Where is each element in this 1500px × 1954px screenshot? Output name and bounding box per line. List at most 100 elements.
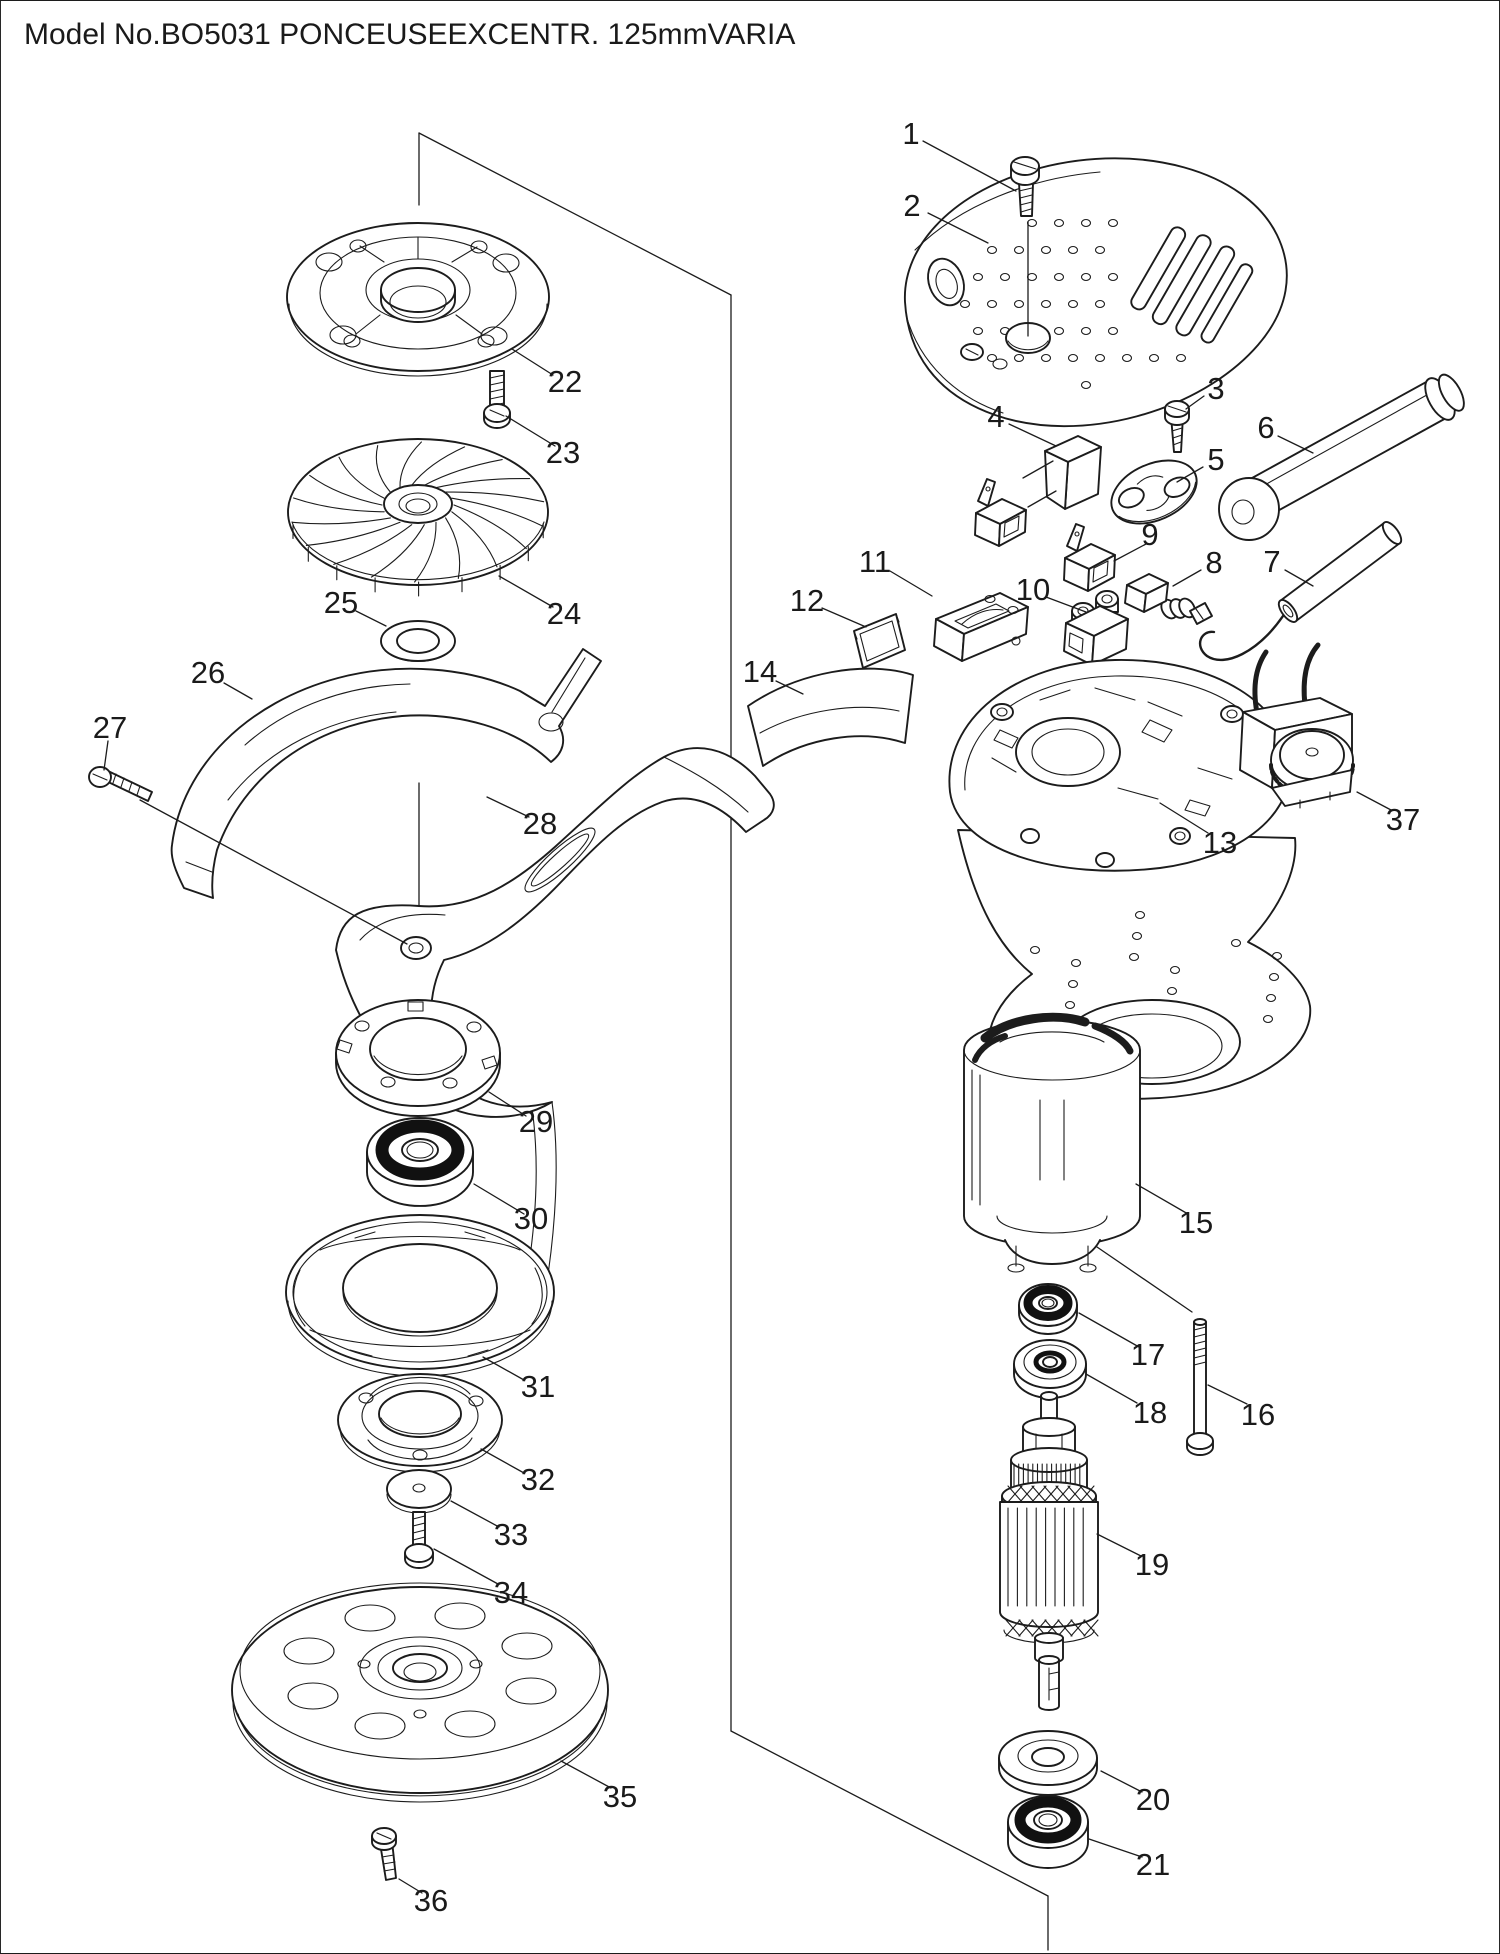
leader-line-9 [1113,543,1147,562]
part-9-brush-holder-a-art [974,478,1027,547]
leader-line-4 [1008,423,1057,447]
leader-line-7 [1284,569,1314,587]
assembly-line-3 [1096,1246,1193,1313]
armature-laminations [1007,1507,1084,1607]
part-label-26: 26 [191,655,225,690]
part-label-12: 12 [790,583,824,618]
leader-line-27 [103,740,109,771]
part-label-7: 7 [1263,544,1280,579]
leader-line-30 [473,1183,525,1215]
leader-line-29 [488,1091,527,1117]
part-1-screw-art [1010,156,1040,217]
part-label-30: 30 [514,1201,548,1236]
part-28-dust-shroud-lower-art [335,747,775,1307]
part-27-screw-art [88,766,153,802]
part-label-27: 27 [93,710,127,745]
part-25-fan-washer-art [380,620,456,662]
part-20-flat-washer-art [998,1730,1098,1796]
part-18-bearing-retainer-art [1013,1339,1087,1399]
leader-line-17 [1078,1312,1140,1348]
part-35-sanding-pad-art [231,1582,609,1803]
part-2-top-cover-art [904,157,1288,427]
leader-line-25 [355,610,387,627]
frame-line-4 [730,1730,1049,1897]
leader-line-8 [1172,569,1202,587]
leader-line-23 [505,415,556,447]
part-17-bearing-art [1018,1283,1078,1335]
part-label-11: 11 [859,544,891,579]
part-label-9: 9 [1141,517,1158,552]
leader-line-2 [927,212,989,244]
leader-line-18 [1085,1373,1138,1404]
fan-blades [291,441,545,597]
part-label-21: 21 [1136,1847,1170,1882]
part-label-10: 10 [1016,572,1050,607]
leader-line-28 [486,796,530,818]
part-label-32: 32 [521,1462,555,1497]
part-label-17: 17 [1131,1337,1165,1372]
part-4-capacitor-art [1044,435,1102,510]
leader-line-35 [560,1760,612,1789]
part-label-4: 4 [987,399,1004,434]
leader-line-26 [223,682,253,700]
part-34-pad-screw-art [404,1511,434,1569]
part-15-field-stator-art [963,1012,1141,1273]
leader-line-20 [1100,1770,1143,1793]
part-8-carbon-brush-art [1124,573,1213,625]
section-frame-lines [418,132,1049,1951]
part-label-3: 3 [1207,371,1224,406]
part-10-terminal-block-art [1063,590,1129,666]
part-29-ring-plate-art [335,999,501,1117]
part-label-28: 28 [523,806,557,841]
leader-line-15 [1135,1183,1189,1215]
frame-line-2 [418,132,732,296]
part-9-brush-holder-b-art [1063,523,1116,592]
part-31-brake-ring-art [285,1214,555,1377]
assembly-alignment-lines [139,221,1193,1313]
part-14-deflector-sheet-art [747,667,914,767]
leader-line-36 [398,1878,423,1894]
part-30-pad-bearing-art [366,1117,474,1207]
part-label-34: 34 [494,1575,528,1610]
assembly-line-4 [139,799,408,945]
part-label-16: 16 [1241,1397,1275,1432]
part-16-stator-screw-art [1186,1318,1214,1456]
part-32-clamp-ring-art [337,1373,503,1473]
leader-line-3 [1185,395,1205,410]
part-label-1: 1 [902,116,919,151]
part-26-dust-shroud-upper-art [170,648,602,899]
armature-top-winding [1007,1485,1095,1503]
leader-line-37 [1356,791,1392,811]
part-11-switch-art [933,592,1029,662]
part-label-5: 5 [1207,442,1224,477]
part-label-29: 29 [519,1104,553,1139]
leader-line-1 [922,140,1017,192]
part-33-pad-washer-art [386,1469,452,1514]
part-label-37: 37 [1386,802,1420,837]
part-number-callouts: 1234567891011121314151617181920212223242… [93,116,1420,1918]
part-24-cooling-fan-art [287,438,549,597]
leader-line-13 [1159,802,1209,834]
leader-line-6 [1277,435,1314,454]
part-label-35: 35 [603,1779,637,1814]
leader-line-33 [450,1500,500,1528]
part-19-armature-art [999,1391,1099,1711]
part-22-bearing-box-art [286,222,550,377]
part-12-switch-plate-art [853,613,906,669]
part-3-screw-art [1164,400,1190,453]
diagram-title: Model No.BO5031 PONCEUSEEXCENTR. 125mmVA… [24,18,795,51]
part-label-36: 36 [414,1883,448,1918]
part-label-8: 8 [1205,545,1222,580]
part-label-33: 33 [494,1517,528,1552]
leader-line-24 [498,575,554,608]
part-label-6: 6 [1257,410,1274,445]
part-label-31: 31 [521,1369,555,1404]
part-6-front-grip-art [1218,373,1465,541]
assembly-line-2 [1027,490,1057,508]
part-5-balance-cam-art [1110,459,1198,525]
part-label-24: 24 [547,596,581,631]
leader-line-19 [1096,1533,1142,1557]
part-21-bearing-art [1007,1795,1089,1869]
part-36-screw-art [371,1827,397,1881]
